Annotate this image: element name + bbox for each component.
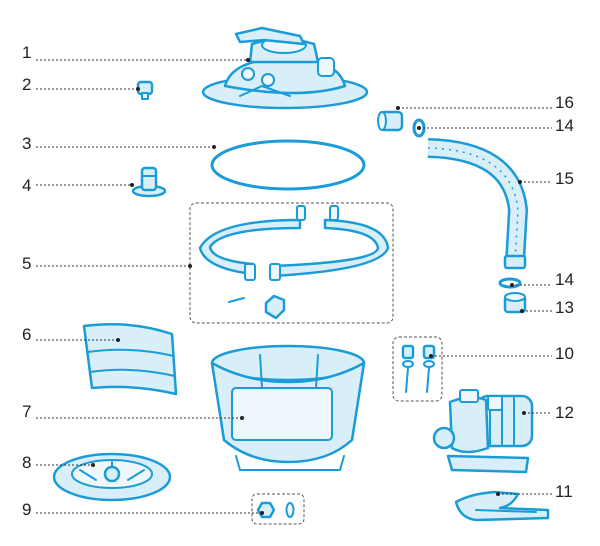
leader-lines (36, 58, 552, 515)
part-coupling (503, 292, 527, 314)
callout-14-upper: 14 (555, 116, 574, 135)
part-drain-plug (256, 501, 295, 519)
group-box-clamp (189, 202, 394, 324)
callout-10: 10 (555, 344, 574, 363)
part-o-ring (210, 139, 366, 191)
callout-14-lower: 14 (555, 270, 574, 289)
group-box-plug (251, 493, 305, 525)
callout-4: 4 (22, 176, 31, 195)
callout-1: 1 (22, 43, 31, 62)
part-bolts (401, 344, 436, 393)
part-screen-panel (82, 322, 178, 396)
part-tank-body (210, 344, 366, 471)
part-clamp-ring (198, 205, 390, 320)
callout-16: 16 (555, 93, 574, 112)
part-drain-valve (131, 166, 167, 198)
callout-5: 5 (22, 254, 31, 273)
callout-8: 8 (22, 453, 31, 472)
callout-6: 6 (22, 325, 31, 344)
part-base-plate (52, 452, 172, 502)
part-hose-adapter (377, 110, 404, 132)
callout-11: 11 (555, 482, 573, 501)
part-pump (432, 389, 534, 474)
callout-3: 3 (22, 134, 31, 153)
callout-15: 15 (555, 169, 574, 188)
group-box-bolts (392, 336, 443, 402)
part-multiport-valve (201, 26, 369, 110)
callout-13: 13 (555, 298, 574, 317)
callout-12: 12 (555, 403, 574, 422)
callout-numbers: 1 2 3 4 5 6 7 8 9 10 11 12 13 14 14 15 1… (22, 43, 574, 519)
part-small-cap (136, 80, 154, 100)
callout-7: 7 (22, 402, 31, 421)
callout-2: 2 (22, 75, 31, 94)
part-hose (427, 138, 529, 270)
part-pump-base (454, 490, 550, 522)
callout-9: 9 (22, 500, 31, 519)
part-hose-clamp-lower (498, 277, 522, 289)
